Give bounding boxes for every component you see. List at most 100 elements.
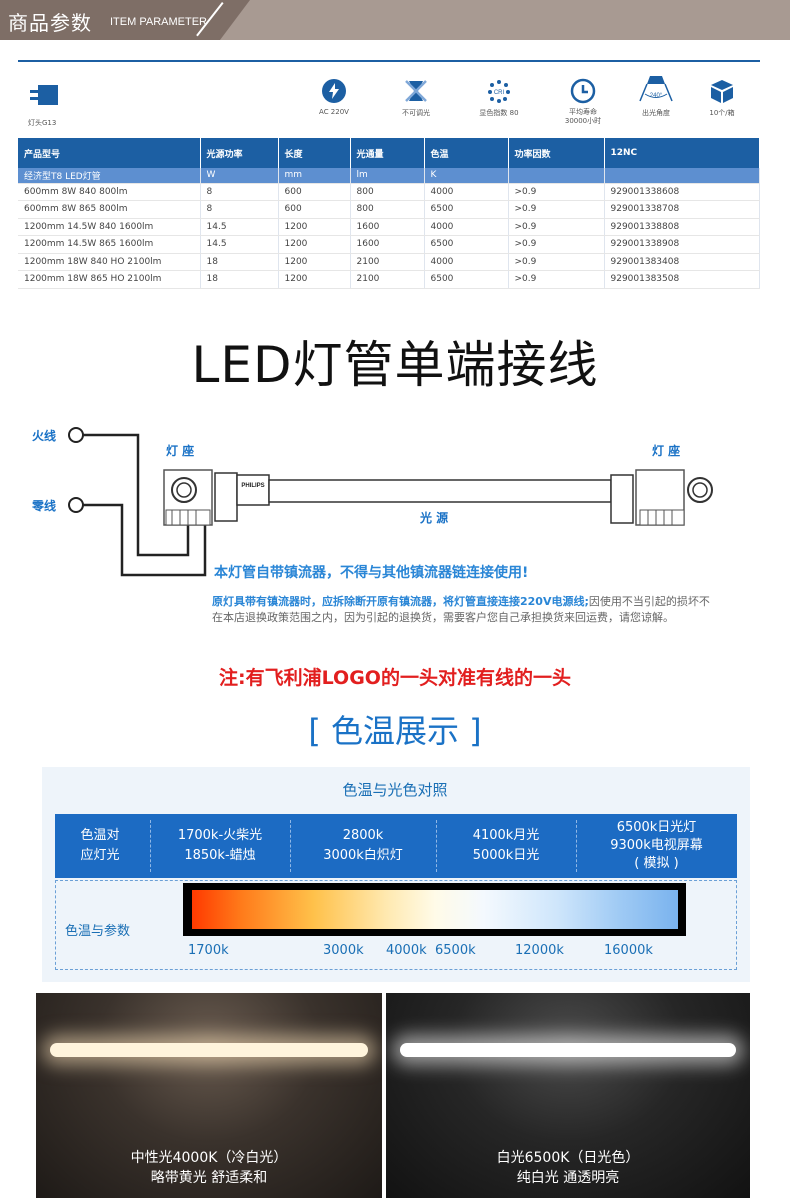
spec-top-rule xyxy=(18,60,760,62)
cell: 2100 xyxy=(350,270,425,289)
cell: 600 xyxy=(278,183,351,201)
live-terminal xyxy=(68,427,84,443)
ct-divider xyxy=(290,820,291,872)
color-temp-title: [ 色温展示 ] xyxy=(308,712,482,750)
light-source-label: 光 源 xyxy=(420,511,449,525)
spec-table: 产品型号 光源功率 长度 光通量 色温 功率因数 12NC 经济型T8 LED灯… xyxy=(18,138,760,289)
tube-body xyxy=(268,479,612,503)
cell: 1600 xyxy=(350,218,425,236)
spec-icon-row: 灯头G13 AC 220V 不可调光 CRI 显色 xyxy=(18,66,760,138)
holder-label-right: 灯 座 xyxy=(652,444,681,458)
beam-angle-icon: 240° xyxy=(639,76,673,102)
cell: 2100 xyxy=(350,253,425,271)
socket-label: 灯头G13 xyxy=(28,119,57,127)
unit-cell xyxy=(604,168,760,184)
right-lamp-holder xyxy=(635,469,713,526)
ct-cell: 6500k日光灯 9300k电视屏幕 ( 模拟 ) xyxy=(610,820,703,871)
ct-divider xyxy=(150,820,151,872)
cell: >0.9 xyxy=(508,270,605,289)
section-title-en: ITEM PARAMETER xyxy=(110,16,207,28)
photo-caption-line2: 纯白光 通透明亮 xyxy=(516,1170,620,1186)
tube-end-cap-left xyxy=(214,472,238,522)
glowing-tube xyxy=(50,1043,368,1057)
wiring-diagram: PHILIPS 火线 零线 灯 座 灯 座 光 源 xyxy=(0,415,790,595)
live-label: 火线 xyxy=(32,429,57,443)
cell: 1200 xyxy=(278,235,351,254)
ballast-detail: 原灯具带有镇流器时，应拆除断开原有镇流器，将灯管直接连接220V电源线;因使用不… xyxy=(212,594,712,626)
tube-end-cap-right xyxy=(610,474,634,524)
cell: 1200 xyxy=(278,253,351,271)
cell: 1200 xyxy=(278,218,351,236)
cell: 8 xyxy=(200,200,279,219)
neutral-wire xyxy=(83,503,207,577)
cell: >0.9 xyxy=(508,253,605,271)
icon-label: 10个/箱 xyxy=(709,109,735,117)
unit-cell: 经济型T8 LED灯管 xyxy=(18,168,201,184)
cell: 1600 xyxy=(350,235,425,254)
svg-text:CRI: CRI xyxy=(494,90,505,96)
svg-text:240°: 240° xyxy=(650,93,663,99)
cri-icon: CRI xyxy=(488,80,510,103)
cell: 4000 xyxy=(424,218,509,236)
cell: 600mm 8W 840 800lm xyxy=(18,183,201,201)
cell: 1200 xyxy=(278,270,351,289)
cell: 14.5 xyxy=(200,235,279,254)
cell: 929001338908 xyxy=(604,235,760,254)
cell: 929001338808 xyxy=(604,218,760,236)
cell: 14.5 xyxy=(200,218,279,236)
cell: 1200mm 18W 865 HO 2100lm xyxy=(18,270,201,289)
ct-spectrum-bar xyxy=(192,890,678,929)
spec-icon-dimming: 不可调光 xyxy=(396,78,436,118)
col-flux: 光通量 xyxy=(350,138,425,168)
box-icon xyxy=(711,80,733,103)
cell: 1200mm 18W 840 HO 2100lm xyxy=(18,253,201,271)
cell: 800 xyxy=(350,200,425,219)
no-dimming-icon xyxy=(405,80,427,102)
clock-icon xyxy=(570,78,596,104)
cell: 4000 xyxy=(424,183,509,201)
spec-icon-lifetime: 平均寿命 30000小时 xyxy=(558,78,608,126)
brand-text: PHILIPS xyxy=(241,483,264,489)
cell: 6500 xyxy=(424,200,509,219)
unit-cell: lm xyxy=(350,168,425,184)
color-temp-subtitle: 色温与光色对照 xyxy=(342,781,448,799)
ct-tick: 3000k xyxy=(323,943,364,958)
ct-tick: 6500k xyxy=(435,943,476,958)
icon-label: AC 220V xyxy=(319,108,349,116)
neutral-label: 零线 xyxy=(32,499,57,513)
logo-orientation-note: 注:有飞利浦LOGO的一头对准有线的一头 xyxy=(219,667,571,689)
cell: >0.9 xyxy=(508,218,605,236)
ballast-warning: 本灯管自带镇流器，不得与其他镇流器链连接使用! xyxy=(214,565,529,581)
g13-socket-icon xyxy=(30,85,58,105)
cell: 6500 xyxy=(424,235,509,254)
spec-icon-package: 10个/箱 xyxy=(702,78,742,118)
wiring-title: LED灯管单端接线 xyxy=(191,336,599,394)
glowing-tube xyxy=(400,1043,736,1057)
ct-param-area xyxy=(55,880,737,970)
ct-tick: 1700k xyxy=(188,943,229,958)
photo-caption-line1: 中性光4000K（冷白光） xyxy=(130,1150,288,1166)
cell: 600 xyxy=(278,200,351,219)
holder-label-left: 灯 座 xyxy=(166,444,195,458)
cell: 929001338708 xyxy=(604,200,760,219)
ct-tick: 16000k xyxy=(604,943,653,958)
philips-logo-cap xyxy=(236,474,270,506)
col-pf: 功率因数 xyxy=(508,138,605,168)
col-cct: 色温 xyxy=(424,138,509,168)
ct-divider xyxy=(576,820,577,872)
cell: 929001338608 xyxy=(604,183,760,201)
ct-cell: 2800k 3000k白炽灯 xyxy=(323,828,403,863)
cell: 600mm 8W 865 800lm xyxy=(18,200,201,219)
col-model: 产品型号 xyxy=(18,138,201,168)
cell: 18 xyxy=(200,253,279,271)
section-header-bar: 商品参数 ITEM PARAMETER xyxy=(0,0,790,40)
section-title-cn: 商品参数 xyxy=(8,11,92,35)
color-temp-band xyxy=(55,814,737,878)
neutral-terminal xyxy=(68,497,84,513)
left-lamp-holder xyxy=(163,469,213,526)
icon-label: 出光角度 xyxy=(642,109,670,117)
